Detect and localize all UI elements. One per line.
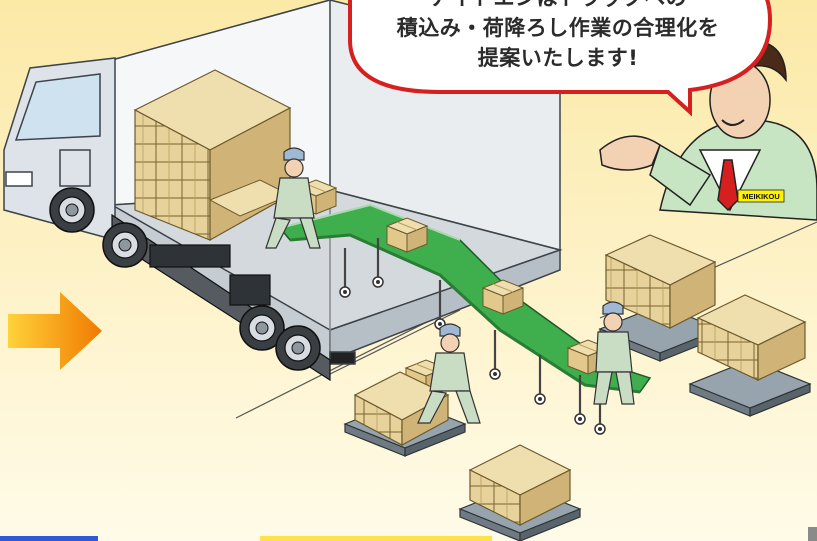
arrow-right-icon	[8, 292, 102, 370]
bottom-strip-yellow	[260, 536, 492, 541]
bottom-strip-gray	[808, 527, 817, 541]
worker-right	[593, 301, 635, 405]
pallet-right-top	[599, 234, 721, 362]
speech-bubble-text: ナイトエンはトラックへの 積込み・荷降ろし作業の合理化を 提案いたします!	[348, 0, 768, 73]
logo-text: MEIKIKOU	[742, 192, 780, 201]
logo: MEIKIKOU	[737, 189, 785, 203]
speech-line-2: 積込み・荷降ろし作業の合理化を	[396, 16, 720, 40]
pallet-bottom	[459, 444, 581, 541]
speech-line-3: 提案いたします!	[477, 46, 639, 70]
speech-line-1: ナイトエンはトラックへの	[348, 0, 768, 13]
speech-bubble	[348, 0, 773, 117]
bottom-strip-blue	[0, 536, 98, 541]
worker-center	[417, 323, 481, 424]
stacked-boxes-in-truck	[133, 69, 292, 242]
pallet-right-bottom	[689, 294, 811, 417]
worker-in-truck	[265, 147, 321, 249]
